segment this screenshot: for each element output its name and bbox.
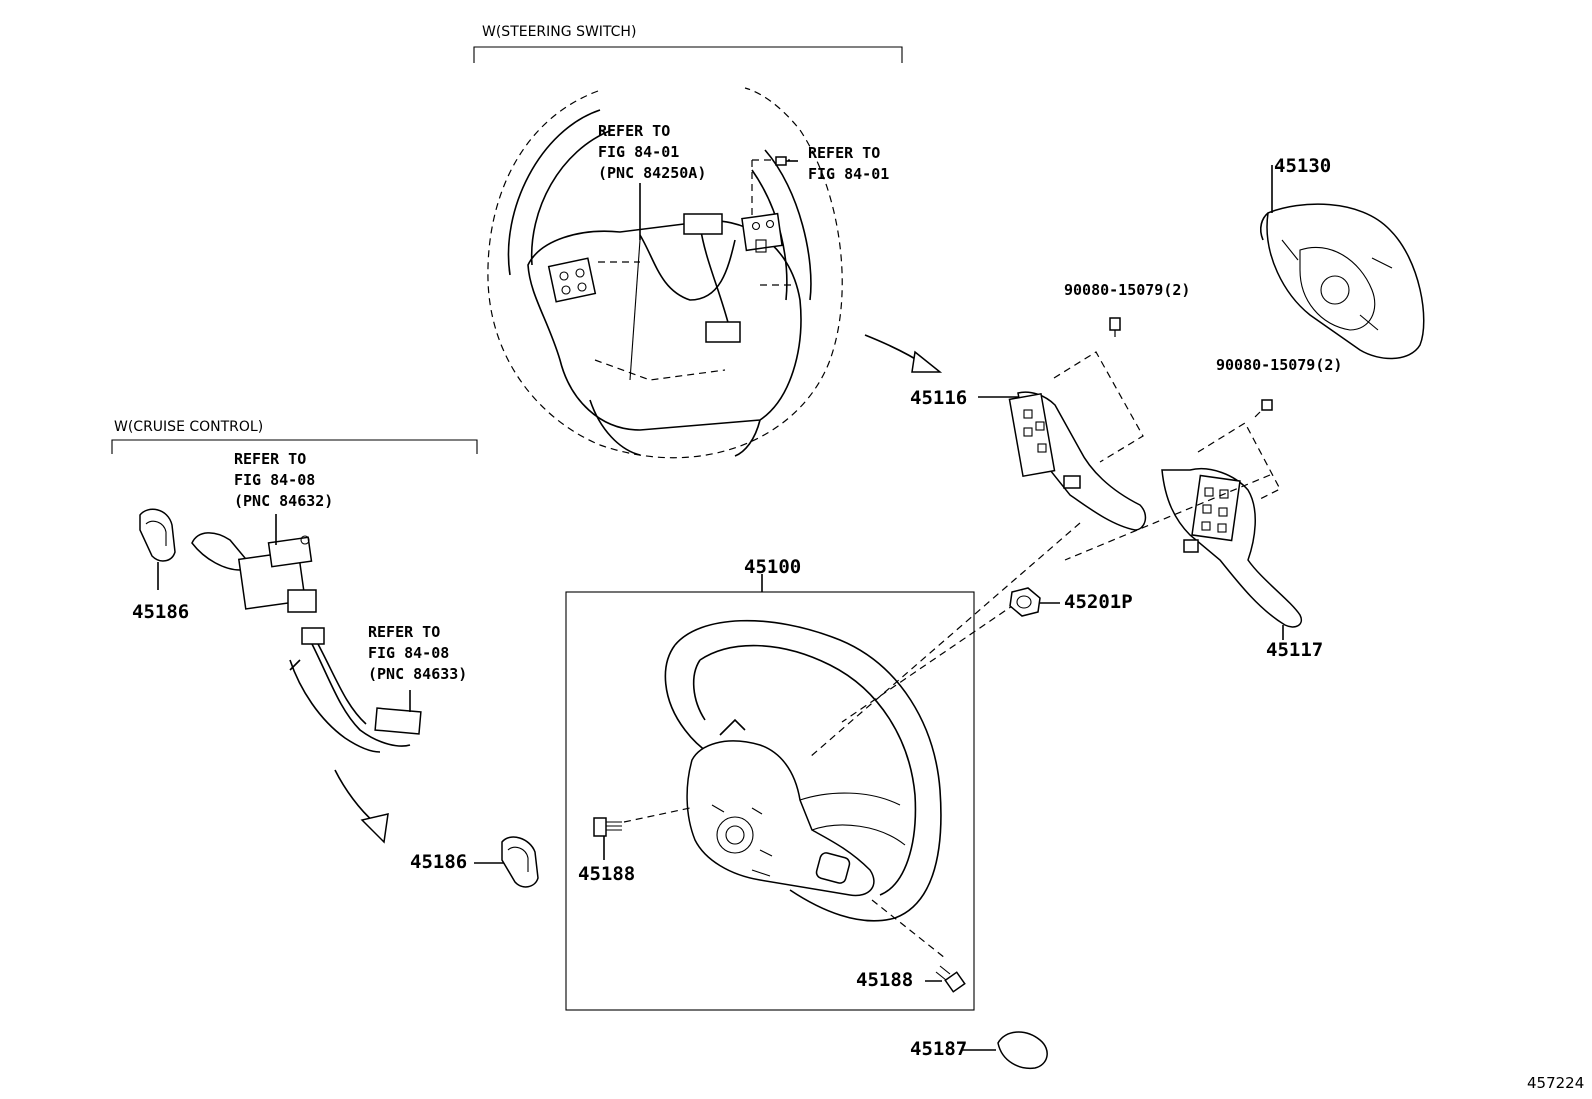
arrow-to-switches bbox=[864, 334, 943, 373]
steering-switch-inset bbox=[487, 87, 843, 459]
cruise-control-bracket bbox=[111, 439, 478, 454]
screw-45188-left bbox=[593, 817, 622, 860]
reference-note-84-01: REFER TO FIG 84-01 bbox=[808, 143, 889, 185]
ref-line: FIG 84-01 bbox=[598, 143, 680, 161]
part-number-45100: 45100 bbox=[744, 556, 802, 578]
ref-line: (PNC 84250A) bbox=[598, 164, 707, 182]
part-number-45187: 45187 bbox=[910, 1038, 968, 1060]
part-number-90080-lower: 90080-15079(2) bbox=[1216, 356, 1343, 374]
ref-line: FIG 84-08 bbox=[368, 644, 450, 662]
ref-line: REFER TO bbox=[808, 144, 881, 162]
part-number-45188-right: 45188 bbox=[856, 969, 914, 991]
cover-45186-lower bbox=[474, 836, 539, 888]
part-number-45201p: 45201P bbox=[1064, 591, 1133, 613]
screw-45188-right bbox=[925, 965, 966, 993]
part-number-45186-upper: 45186 bbox=[132, 601, 190, 623]
ref-line: FIG 84-01 bbox=[808, 165, 890, 183]
group-label-steering-switch: W(STEERING SWITCH) bbox=[482, 24, 637, 40]
reference-note-84633: REFER TO FIG 84-08 (PNC 84633) bbox=[368, 622, 467, 685]
ref-line: REFER TO bbox=[598, 122, 671, 140]
ref-line: FIG 84-08 bbox=[234, 471, 316, 489]
ref-line: (PNC 84633) bbox=[368, 665, 468, 683]
ref-line: REFER TO bbox=[234, 450, 307, 468]
ref-line: (PNC 84632) bbox=[234, 492, 334, 510]
switch-bezel-45117 bbox=[1161, 399, 1302, 640]
part-number-45130: 45130 bbox=[1274, 155, 1332, 177]
steering-wheel-45100 bbox=[664, 619, 942, 922]
part-number-45117: 45117 bbox=[1266, 639, 1324, 661]
nut-45201p bbox=[1009, 587, 1060, 617]
part-number-90080-upper: 90080-15079(2) bbox=[1064, 281, 1191, 299]
cap-45187 bbox=[962, 1031, 1048, 1070]
part-number-45116: 45116 bbox=[910, 387, 968, 409]
reference-note-84250a: REFER TO FIG 84-01 (PNC 84250A) bbox=[598, 121, 706, 184]
part-number-45186-lower: 45186 bbox=[410, 851, 468, 873]
reference-note-84632: REFER TO FIG 84-08 (PNC 84632) bbox=[234, 449, 333, 512]
arrow-to-cover bbox=[334, 769, 389, 844]
cruise-control-switch bbox=[191, 514, 422, 753]
switch-bezel-45116 bbox=[978, 317, 1147, 531]
ref-line: REFER TO bbox=[368, 623, 441, 641]
pad-cover-45130 bbox=[1260, 165, 1425, 360]
steering-wheel-box-45100 bbox=[565, 591, 975, 1011]
illustration-number: 457224 bbox=[1527, 1074, 1585, 1092]
cover-45186-upper bbox=[139, 508, 176, 590]
steering-switch-bracket bbox=[473, 46, 903, 63]
group-label-cruise-control: W(CRUISE CONTROL) bbox=[114, 419, 264, 435]
part-number-45188-left: 45188 bbox=[578, 863, 636, 885]
